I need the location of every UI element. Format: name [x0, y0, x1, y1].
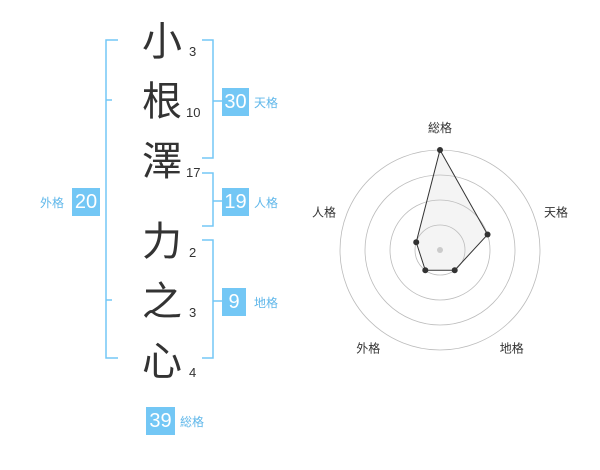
gaikaku-label: 外格: [40, 196, 65, 210]
soukaku-value: 39: [146, 407, 175, 435]
surname-char-3: 澤: [142, 139, 182, 185]
given-strokes-2: 3: [189, 305, 197, 320]
surname-strokes-1: 3: [189, 44, 197, 59]
radar-point-総格: [437, 147, 443, 153]
chikaku-value: 9: [222, 288, 246, 316]
radar-polygon: [415, 148, 489, 271]
given-char-3: 心: [142, 339, 182, 385]
surname-char-1: 小: [142, 19, 182, 65]
radar-ring-3: [364, 174, 516, 326]
given-char-2: 之: [142, 279, 182, 325]
radar-point-人格: [413, 239, 420, 246]
radar-center: [437, 247, 443, 253]
soukaku-label: 総格: [180, 415, 205, 429]
radar-axis-label-人格: 人格: [312, 204, 336, 219]
surname-char-2: 根: [142, 79, 182, 125]
radar-ring-2: [389, 199, 491, 301]
radar-axis-label-地格: 地格: [500, 341, 524, 356]
chikaku-label: 地格: [254, 296, 279, 310]
jinkaku-label: 人格: [254, 196, 279, 210]
radar-ring-1: [414, 224, 466, 276]
given-strokes-3: 4: [189, 365, 197, 380]
jinkaku-value: 19: [222, 188, 249, 216]
surname-strokes-3: 17: [186, 165, 201, 180]
tenkaku-bracket: [202, 39, 214, 159]
surname-strokes-2: 10: [186, 105, 201, 120]
tenkaku-value: 30: [222, 88, 249, 116]
chikaku-bracket: [202, 239, 214, 359]
radar-axis-label-外格: 外格: [356, 341, 380, 356]
gaikaku-value: 20: [72, 188, 100, 216]
radar-point-天格: [484, 231, 491, 238]
radar-axis-label-総格: 総格: [428, 120, 452, 135]
given-strokes-1: 2: [189, 245, 197, 260]
gaikaku-bracket: [105, 39, 118, 359]
given-char-1: 力: [142, 219, 182, 265]
jinkaku-bracket: [202, 172, 214, 227]
radar-axis-label-天格: 天格: [544, 204, 568, 219]
radar-point-地格: [451, 267, 458, 274]
radar-point-外格: [422, 267, 429, 274]
tenkaku-label: 天格: [254, 96, 279, 110]
